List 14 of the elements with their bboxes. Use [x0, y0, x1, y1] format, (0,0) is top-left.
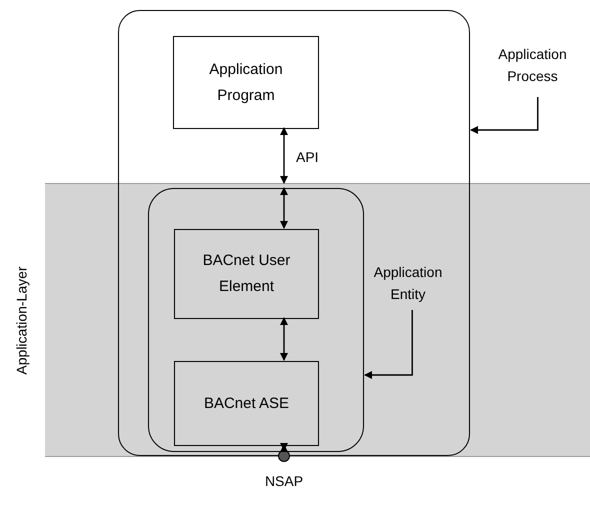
- double-arrow: [280, 443, 288, 452]
- callout-label: Application Process: [480, 35, 585, 95]
- layer-label: Application-Layer: [12, 265, 30, 377]
- process-boundary: [118, 10, 470, 456]
- leader-arrow: [364, 310, 413, 379]
- leader-arrow: [470, 97, 538, 134]
- double-arrow: [280, 317, 288, 361]
- double-arrow: [280, 187, 288, 229]
- double-arrow: [280, 127, 288, 184]
- callout-label: Application Entity: [366, 258, 450, 308]
- component-box: BACnet User Element: [174, 229, 319, 319]
- point-label: NSAP: [264, 472, 304, 491]
- component-box: BACnet ASE: [174, 361, 319, 446]
- component-box: Application Program: [173, 36, 319, 129]
